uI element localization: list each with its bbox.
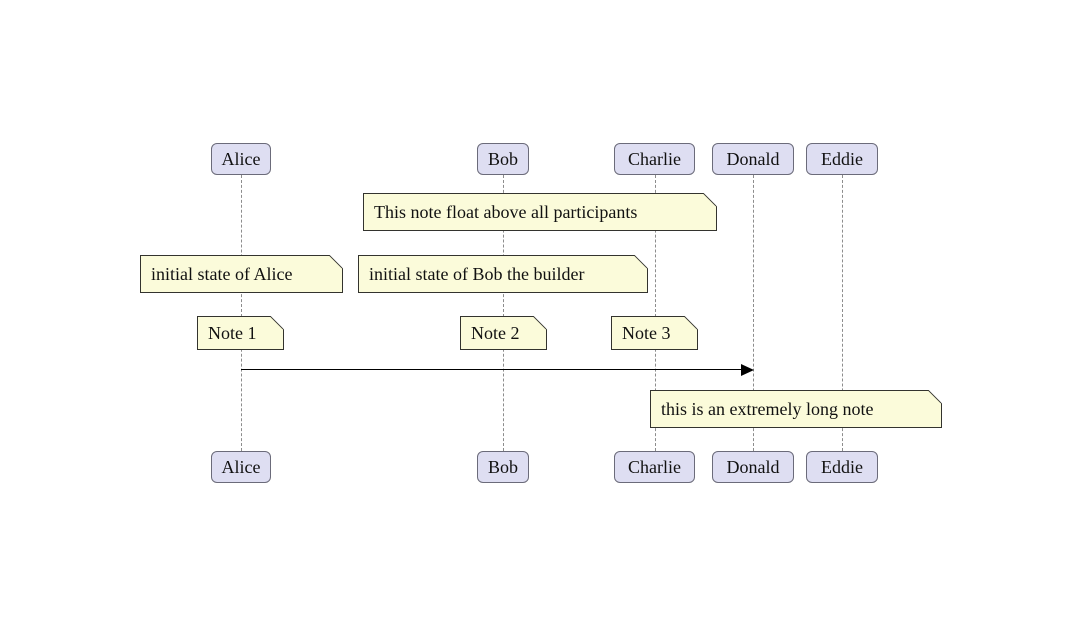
message-alice-to-donald-line[interactable] — [241, 369, 742, 370]
participant-alice-bottom[interactable]: Alice — [211, 451, 271, 483]
note-float-above-all[interactable]: This note float above all participants — [363, 193, 717, 231]
note-text: this is an extremely long note — [661, 399, 874, 419]
note-fold-corner-icon — [703, 193, 717, 207]
note-fold-corner-icon — [928, 390, 942, 404]
lifeline-eddie — [842, 175, 843, 451]
note-text: Note 3 — [622, 323, 671, 343]
note-text: Note 1 — [208, 323, 257, 343]
lifeline-charlie — [655, 175, 656, 451]
participant-charlie-bottom[interactable]: Charlie — [614, 451, 695, 483]
note-fold-corner-icon — [634, 255, 648, 269]
note-initial-state-bob[interactable]: initial state of Bob the builder — [358, 255, 648, 293]
participant-bob-top[interactable]: Bob — [477, 143, 529, 175]
note-text: initial state of Alice — [151, 264, 293, 284]
participant-bob-bottom[interactable]: Bob — [477, 451, 529, 483]
participant-eddie-top[interactable]: Eddie — [806, 143, 878, 175]
note-initial-state-alice[interactable]: initial state of Alice — [140, 255, 343, 293]
lifeline-bob — [503, 175, 504, 451]
note-3[interactable]: Note 3 — [611, 316, 698, 350]
participant-alice-top[interactable]: Alice — [211, 143, 271, 175]
lifeline-alice — [241, 175, 242, 451]
note-2[interactable]: Note 2 — [460, 316, 547, 350]
participant-donald-top[interactable]: Donald — [712, 143, 794, 175]
lifeline-donald — [753, 175, 754, 451]
note-text: initial state of Bob the builder — [369, 264, 585, 284]
participant-donald-bottom[interactable]: Donald — [712, 451, 794, 483]
note-extremely-long[interactable]: this is an extremely long note — [650, 390, 942, 428]
participant-charlie-top[interactable]: Charlie — [614, 143, 695, 175]
note-fold-corner-icon — [329, 255, 343, 269]
note-1[interactable]: Note 1 — [197, 316, 284, 350]
participant-eddie-bottom[interactable]: Eddie — [806, 451, 878, 483]
note-text: Note 2 — [471, 323, 520, 343]
message-alice-to-donald-arrowhead-icon — [741, 364, 754, 376]
note-text: This note float above all participants — [374, 202, 638, 222]
